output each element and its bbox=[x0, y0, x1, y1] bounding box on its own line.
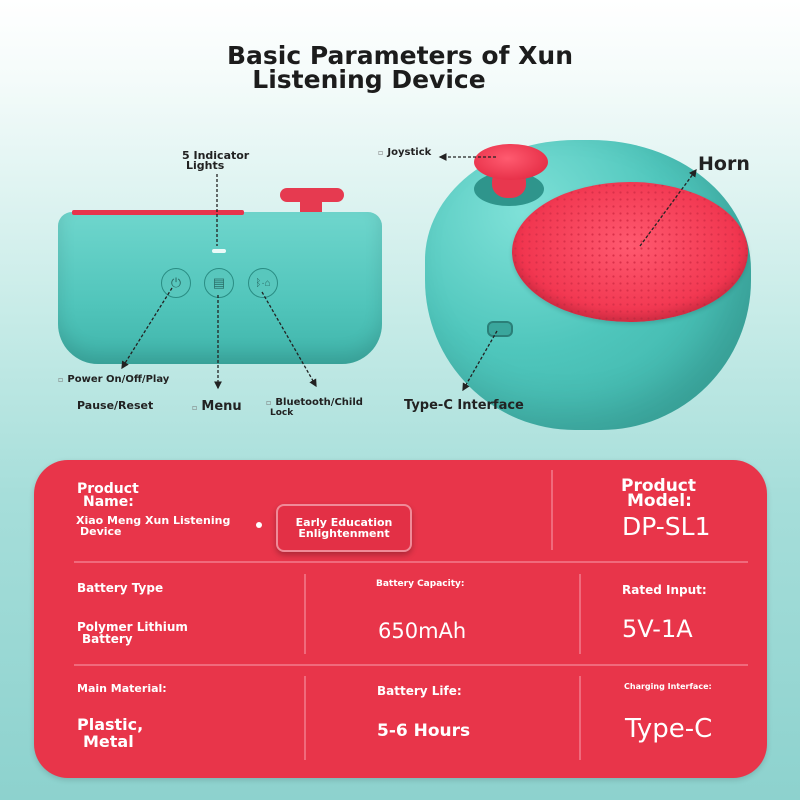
bluetooth-child-lock-label: ▫Bluetooth/Child Lock bbox=[266, 397, 363, 419]
divider bbox=[579, 676, 581, 760]
menu-icon: ▤ bbox=[212, 275, 226, 290]
early-education-tag: Early Education Enlightenment bbox=[276, 504, 412, 552]
product-name-value: Xiao Meng Xun Listening Device bbox=[76, 514, 231, 538]
bluetooth-lock-button: ᛒ·⌂ bbox=[248, 268, 278, 298]
title-line-1: Basic Parameters of Xun bbox=[226, 41, 574, 70]
page-title: Basic Parameters of Xun Listening Device bbox=[0, 41, 800, 94]
battery-life-value: 5-6 Hours bbox=[377, 721, 471, 741]
device-top-stripe bbox=[72, 210, 244, 215]
rated-input-label: Rated Input: bbox=[622, 583, 707, 597]
horn-label: Horn bbox=[698, 153, 750, 175]
battery-capacity-value: 650mAh bbox=[378, 619, 467, 643]
main-material-value: Plastic, Metal bbox=[77, 715, 144, 751]
bluetooth-lock-icon: ᛒ·⌂ bbox=[255, 277, 271, 289]
joystick-label: ▫Joystick bbox=[378, 147, 432, 158]
menu-button: ▤ bbox=[204, 268, 234, 298]
indicator-lights bbox=[212, 249, 226, 253]
charging-interface-value: Type-C bbox=[625, 714, 713, 744]
type-c-port bbox=[487, 321, 513, 337]
divider bbox=[74, 561, 748, 563]
product-name-label: Product Name: bbox=[77, 481, 139, 510]
divider bbox=[304, 676, 306, 760]
pause-reset-label: Pause/Reset bbox=[77, 399, 154, 412]
divider bbox=[579, 574, 581, 654]
type-c-interface-label: Type-C Interface bbox=[404, 398, 524, 413]
charging-interface-label: Charging Interface: bbox=[624, 682, 712, 691]
bullet-dot bbox=[256, 522, 262, 528]
joystick bbox=[474, 144, 548, 180]
power-button: ⏻ bbox=[161, 268, 191, 298]
divider bbox=[74, 664, 748, 666]
battery-type-value: Polymer Lithium Battery bbox=[77, 620, 188, 646]
battery-type-label: Battery Type bbox=[77, 581, 164, 595]
power-label: ▫Power On/Off/Play bbox=[58, 374, 170, 385]
power-icon: ⏻ bbox=[170, 275, 182, 290]
indicator-lights-label: 5 Indicator Lights bbox=[182, 149, 250, 172]
rated-input-value: 5V-1A bbox=[622, 615, 693, 643]
divider bbox=[304, 574, 306, 654]
product-model-value: DP-SL1 bbox=[622, 512, 711, 541]
menu-label: ▫Menu bbox=[192, 399, 242, 414]
horn-speaker bbox=[512, 182, 748, 322]
left-device-knob bbox=[280, 188, 344, 202]
title-line-2: Listening Device bbox=[252, 65, 486, 94]
product-model-label: Product Model: bbox=[621, 476, 696, 511]
battery-capacity-label: Battery Capacity: bbox=[376, 579, 465, 589]
divider bbox=[551, 470, 553, 550]
battery-life-label: Battery Life: bbox=[377, 684, 462, 698]
main-material-label: Main Material: bbox=[77, 682, 167, 695]
